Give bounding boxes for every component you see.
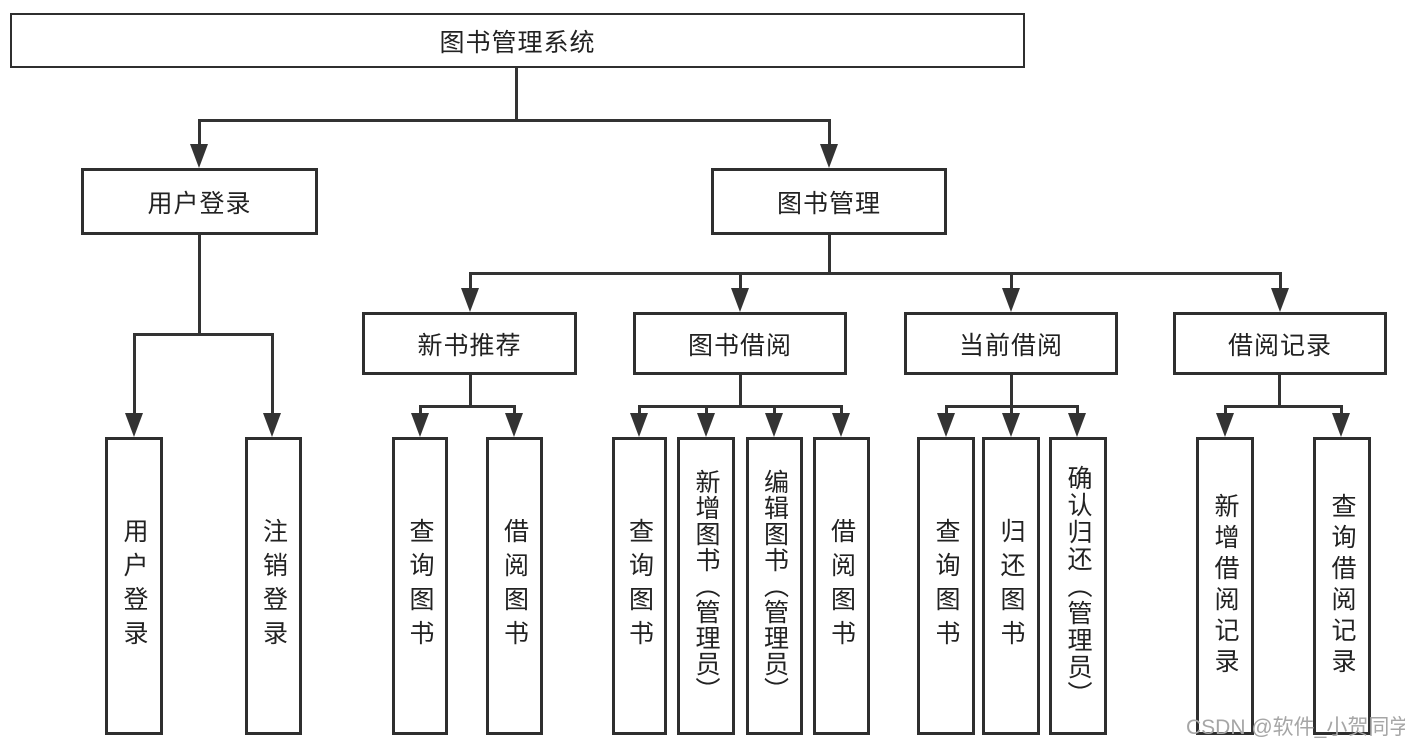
leaf-query-books-1: 查询图书 xyxy=(392,437,448,735)
leaf-logout: 注销登录 xyxy=(245,437,302,735)
connector-stub-query-borrow-record xyxy=(1340,405,1343,415)
connector-new-book-recommend-rail xyxy=(419,405,516,408)
arrowhead-current-borrow xyxy=(1002,288,1020,312)
leaf-borrow-books-1: 借阅图书 xyxy=(486,437,543,735)
leaf-add-borrow-record-label: 新增借阅记录 xyxy=(1211,493,1239,679)
node-user-login-label: 用户登录 xyxy=(147,189,252,218)
leaf-confirm-return-admin-label: 确认归还（管理员） xyxy=(1064,464,1092,708)
connector-user-login-stem xyxy=(198,235,201,336)
connector-stub-borrow-records xyxy=(1279,272,1282,290)
arrowhead-return-book xyxy=(1002,413,1020,437)
connector-stub-query-books-2 xyxy=(638,405,641,415)
arrowhead-query-books-2 xyxy=(630,413,648,437)
connector-stub-return-book xyxy=(1010,405,1013,415)
connector-stub-query-books-3 xyxy=(945,405,948,415)
leaf-return-book: 归还图书 xyxy=(982,437,1040,735)
connector-borrow-records-stem xyxy=(1278,375,1281,408)
leaf-borrow-books-2: 借阅图书 xyxy=(813,437,870,735)
connector-stub-current-borrow xyxy=(1010,272,1013,290)
connector-new-book-recommend-stem xyxy=(469,375,472,408)
arrowhead-user-login xyxy=(190,144,208,168)
arrowhead-book-borrow xyxy=(731,288,749,312)
connector-stub-book-management xyxy=(828,119,831,147)
node-borrow-records-label: 借阅记录 xyxy=(1227,331,1332,360)
node-root-label: 图书管理系统 xyxy=(439,28,596,57)
leaf-add-borrow-record: 新增借阅记录 xyxy=(1196,437,1254,735)
connector-root-stem xyxy=(515,68,518,119)
arrowhead-borrow-books-2 xyxy=(832,413,850,437)
connector-stub-leaf-user-login xyxy=(133,333,136,413)
connector-user-login-rail xyxy=(133,333,274,336)
leaf-query-books-1-label: 查询图书 xyxy=(406,518,434,654)
arrowhead-borrow-records xyxy=(1271,288,1289,312)
connector-stub-new-book-recommend xyxy=(469,272,472,290)
leaf-query-books-3: 查询图书 xyxy=(917,437,975,735)
node-current-borrow: 当前借阅 xyxy=(904,312,1118,375)
arrowhead-query-books-3 xyxy=(937,413,955,437)
node-user-login: 用户登录 xyxy=(81,168,318,235)
connector-stub-confirm-return-admin xyxy=(1076,405,1079,415)
leaf-return-book-label: 归还图书 xyxy=(997,518,1025,654)
leaf-edit-book-admin: 编辑图书（管理员） xyxy=(746,437,803,735)
leaf-query-borrow-record: 查询借阅记录 xyxy=(1313,437,1371,735)
connector-stub-add-borrow-record xyxy=(1224,405,1227,415)
node-current-borrow-label: 当前借阅 xyxy=(958,331,1063,360)
node-borrow-records: 借阅记录 xyxy=(1173,312,1387,375)
connector-stub-user-login xyxy=(198,119,201,147)
node-book-borrow-label: 图书借阅 xyxy=(687,331,792,360)
arrowhead-borrow-books-1 xyxy=(505,413,523,437)
connector-stub-query-books-1 xyxy=(419,405,422,415)
node-new-book-recommend-label: 新书推荐 xyxy=(417,331,522,360)
leaf-confirm-return-admin: 确认归还（管理员） xyxy=(1049,437,1107,735)
leaf-logout-label: 注销登录 xyxy=(259,518,288,654)
leaf-edit-book-admin-label: 编辑图书（管理员） xyxy=(760,469,789,703)
leaf-query-books-2-label: 查询图书 xyxy=(625,518,654,654)
connector-book-management-rail xyxy=(469,272,1282,275)
connector-stub-add-book-admin xyxy=(705,405,708,415)
connector-book-borrow-stem xyxy=(739,375,742,408)
leaf-add-book-admin-label: 新增图书（管理员） xyxy=(692,469,720,703)
arrowhead-add-borrow-record xyxy=(1216,413,1234,437)
node-book-management: 图书管理 xyxy=(711,168,947,235)
connector-root-rail xyxy=(198,119,831,122)
arrowhead-leaf-logout xyxy=(263,413,281,437)
leaf-query-borrow-record-label: 查询借阅记录 xyxy=(1328,493,1356,679)
arrowhead-query-borrow-record xyxy=(1332,413,1350,437)
arrowhead-new-book-recommend xyxy=(461,288,479,312)
leaf-borrow-books-2-label: 借阅图书 xyxy=(827,518,856,654)
leaf-query-books-3-label: 查询图书 xyxy=(932,518,960,654)
connector-borrow-records-rail xyxy=(1224,405,1343,408)
leaf-borrow-books-1-label: 借阅图书 xyxy=(500,518,529,654)
leaf-add-book-admin: 新增图书（管理员） xyxy=(677,437,735,735)
arrowhead-edit-book-admin xyxy=(765,413,783,437)
connector-stub-edit-book-admin xyxy=(773,405,776,415)
node-new-book-recommend: 新书推荐 xyxy=(362,312,577,375)
leaf-query-books-2: 查询图书 xyxy=(612,437,667,735)
arrowhead-confirm-return-admin xyxy=(1068,413,1086,437)
leaf-user-login: 用户登录 xyxy=(105,437,163,735)
arrowhead-add-book-admin xyxy=(697,413,715,437)
node-root: 图书管理系统 xyxy=(10,13,1025,68)
csdn-watermark: CSDN @软件_小贺同学 xyxy=(1186,716,1405,739)
node-book-management-label: 图书管理 xyxy=(776,189,881,218)
connector-stub-leaf-logout xyxy=(271,333,274,413)
connector-current-borrow-stem xyxy=(1010,375,1013,408)
connector-stub-book-borrow xyxy=(739,272,742,290)
arrowhead-query-books-1 xyxy=(411,413,429,437)
connector-stub-borrow-books-1 xyxy=(513,405,516,415)
arrowhead-leaf-user-login xyxy=(125,413,143,437)
leaf-user-login-label: 用户登录 xyxy=(120,518,148,654)
connector-book-borrow-rail xyxy=(638,405,842,408)
connector-stub-borrow-books-2 xyxy=(840,405,843,415)
node-book-borrow: 图书借阅 xyxy=(633,312,847,375)
arrowhead-book-management xyxy=(820,144,838,168)
connector-book-management-stem xyxy=(828,235,831,275)
